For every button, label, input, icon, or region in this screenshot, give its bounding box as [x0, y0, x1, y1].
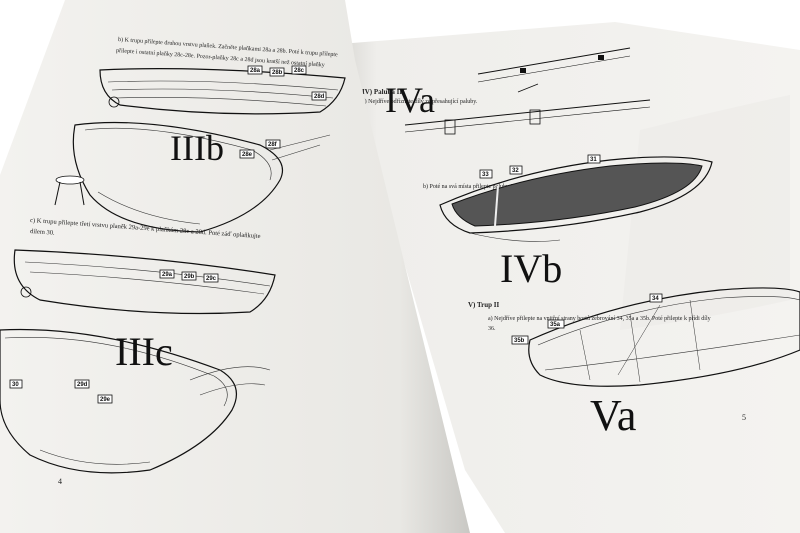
step-iv-b-text: b) Poté na svá místa přilepte paluby 31-… [423, 183, 526, 190]
tag-28d: 28d [311, 91, 327, 101]
left-page-paper [0, 0, 470, 533]
tag-31: 31 [587, 154, 601, 164]
section-v-heading: V) Trup II [468, 301, 500, 309]
tag-28e: 28e [239, 149, 255, 159]
big-label-iiic: IIIc [115, 329, 173, 374]
right-page-watermark [620, 95, 790, 330]
svg-text:31: 31 [590, 157, 597, 163]
tag-32: 32 [509, 165, 523, 175]
svg-text:29d: 29d [77, 382, 88, 388]
svg-text:32: 32 [512, 168, 519, 174]
tag-29d: 29d [74, 379, 90, 389]
svg-text:35b: 35b [514, 338, 525, 344]
svg-text:29a: 29a [162, 272, 173, 278]
svg-text:28d: 28d [314, 94, 325, 100]
big-label-va: Va [590, 391, 636, 440]
big-label-ivb: IVb [500, 246, 562, 291]
svg-text:28a: 28a [250, 68, 261, 74]
svg-text:28b: 28b [272, 70, 283, 76]
section-iv-heading: IV) Paluba II [362, 88, 402, 96]
stand-diagram [54, 175, 85, 206]
big-label-iiib: IIIb [170, 128, 224, 168]
tag-29e: 29e [97, 394, 113, 404]
tag-30: 30 [9, 379, 23, 389]
tag-28b: 28b [269, 67, 285, 77]
tag-29c: 29c [203, 273, 219, 283]
tag-34: 34 [649, 293, 663, 303]
tag-28f: 28f [265, 139, 281, 149]
tag-28c: 28c [291, 65, 307, 75]
svg-text:35a: 35a [550, 322, 561, 328]
svg-text:33: 33 [482, 172, 489, 178]
iiib-top-hull-diagram [99, 68, 346, 115]
right-page-number: 5 [742, 413, 746, 422]
left-page-number: 4 [58, 477, 62, 486]
tag-29a: 29a [159, 269, 175, 279]
svg-text:30: 30 [12, 382, 19, 388]
tag-33: 33 [479, 169, 493, 179]
step-v-a-line-2: 36. [488, 326, 496, 332]
left-page: b) K trupu přilepte druhou vrstvu plaňek… [0, 0, 470, 533]
tag-28a: 28a [247, 65, 263, 75]
iiic-side-hull-diagram [13, 249, 276, 315]
step-c-line-2: dílem 30. [30, 228, 55, 237]
svg-text:28e: 28e [242, 152, 253, 158]
step-v-a-line-1: a) Nejdříve přilepte na vnitřní strany b… [488, 315, 711, 322]
tag-35a: 35a [547, 319, 565, 329]
iiic-hull-diagram [0, 328, 271, 474]
right-page: IV) Paluba II a) Nejdříve odříznete díly… [340, 22, 800, 533]
step-iv-a-text: a) Nejdříve odříznete díly ze přesahujíc… [362, 98, 478, 105]
svg-text:29b: 29b [184, 274, 195, 280]
tag-35b: 35b [511, 335, 529, 345]
svg-text:34: 34 [652, 296, 659, 302]
svg-text:28c: 28c [294, 68, 305, 74]
iva-diagram [404, 47, 651, 135]
tag-29b: 29b [181, 271, 197, 281]
ivb-hull-diagram [439, 156, 713, 242]
svg-text:29c: 29c [206, 276, 217, 282]
svg-text:28f: 28f [268, 142, 278, 148]
svg-text:29e: 29e [100, 397, 111, 403]
big-label-iva: IVa [385, 80, 435, 120]
